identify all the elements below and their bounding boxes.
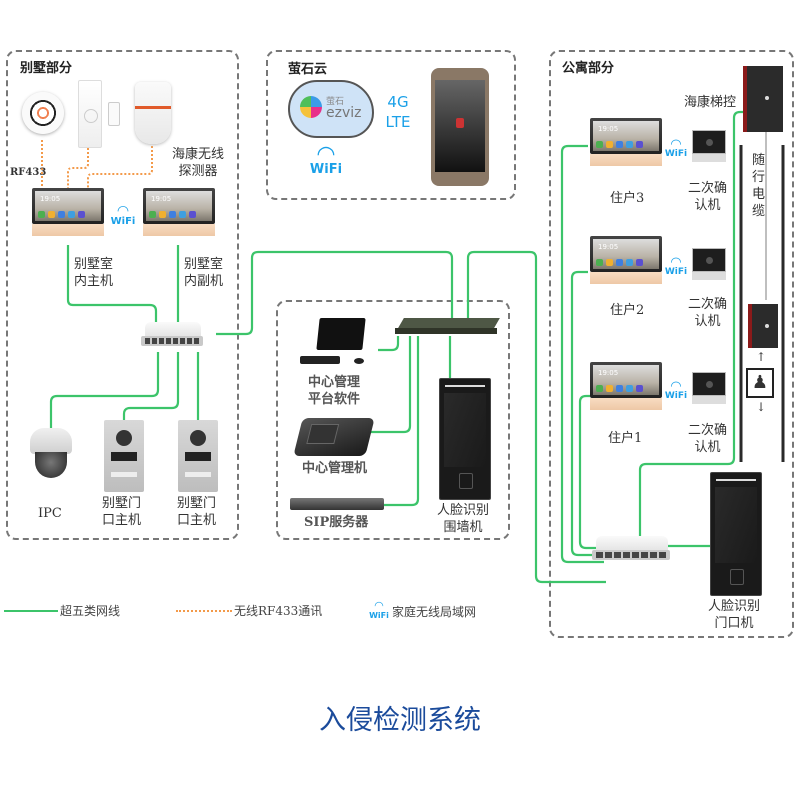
sip-server-label: SIP服务器 — [304, 515, 369, 530]
resident-2-monitor: 19:05 — [590, 236, 662, 286]
cloud-4g-lte-label: 4G LTE — [385, 93, 411, 131]
apartment-section-title: 公寓部分 — [562, 61, 615, 76]
door-sensor-icon — [78, 80, 102, 148]
ipc-dome-camera-icon — [26, 428, 76, 484]
face-wall-terminal — [439, 378, 491, 500]
elevator-up-arrow-icon: ↑ — [756, 350, 767, 364]
resident-1-monitor: 19:05 — [590, 362, 662, 412]
villa-door-station-1-label: 别墅门 口主机 — [102, 496, 142, 528]
cloud-section-title: 萤石云 — [288, 62, 328, 77]
legend-rf433: 无线RF433通讯 — [176, 602, 322, 619]
rf433-label: RF433 — [10, 167, 47, 178]
cat5-line-swatch — [4, 609, 58, 612]
mgmt-software-computer-icon — [300, 318, 370, 370]
rf433-line-swatch — [176, 609, 232, 612]
villa-poe-switch — [141, 322, 203, 348]
mgmt-machine-phone-icon — [293, 418, 375, 456]
cloud-section — [266, 50, 516, 200]
pir-detector-icon — [135, 82, 171, 144]
villa-indoor-slave-label: 别墅室 内副机 — [184, 257, 224, 289]
mgmt-software-label: 中心管理 平台软件 — [308, 375, 361, 407]
sip-server-icon — [290, 498, 384, 510]
ezviz-cloud-icon: 萤石 ezviz — [288, 80, 374, 138]
legend-cat5: 超五类网线 — [4, 602, 120, 619]
villa-indoor-slave-monitor: 19:05 — [143, 188, 215, 238]
resident-3-confirm-label: 二次确 认机 — [688, 181, 728, 213]
elevator-control-label: 海康梯控 — [684, 95, 737, 110]
apartment-poe-switch — [592, 536, 670, 562]
villa-wifi-icon: ◠WiFi — [110, 203, 136, 227]
legend-wifi: ◠WiFi 家庭无线局域网 — [368, 599, 477, 620]
resident-2-confirm-unit — [692, 248, 726, 280]
cloud-wifi-icon: ◠WiFi — [309, 142, 343, 178]
legend-wifi-icon: ◠WiFi — [369, 599, 389, 620]
villa-section-title: 别墅部分 — [20, 61, 73, 76]
resident-2-confirm-label: 二次确 认机 — [688, 297, 728, 329]
resident-1-confirm-unit — [692, 372, 726, 404]
resident-1-confirm-label: 二次确 认机 — [688, 423, 728, 455]
core-switch-icon — [395, 318, 500, 336]
legend-wifi-label: 家庭无线局域网 — [392, 604, 477, 619]
traveling-cable-label: 随 行 电 缆 — [752, 152, 766, 220]
siren-icon — [22, 92, 64, 134]
resident-1-label: 住户1 — [608, 431, 643, 446]
resident-3-confirm-unit — [692, 130, 726, 162]
face-wall-terminal-label: 人脸识别 围墙机 — [437, 503, 490, 535]
villa-indoor-master-monitor: 19:05 — [32, 188, 104, 238]
mgmt-machine-label: 中心管理机 — [302, 461, 368, 476]
elevator-car-controller-icon — [748, 304, 778, 348]
villa-indoor-master-label: 别墅室 内主机 — [74, 257, 114, 289]
resident-2-label: 住户2 — [610, 303, 645, 318]
magnet-icon — [108, 102, 120, 126]
smartphone-icon — [431, 68, 489, 186]
legend-cat5-label: 超五类网线 — [60, 604, 121, 618]
elevator-car-icon: ♟ — [746, 368, 774, 398]
resident-3-monitor: 19:05 — [590, 118, 662, 168]
wireless-detector-label: 海康无线 探测器 — [172, 147, 225, 179]
resident-3-label: 住户3 — [610, 191, 645, 206]
ipc-label: IPC — [38, 506, 62, 521]
legend-rf433-label: 无线RF433通讯 — [234, 604, 323, 618]
elevator-controller-icon — [743, 66, 783, 132]
villa-door-station-1 — [104, 420, 144, 492]
elevator-down-arrow-icon: ↓ — [756, 400, 767, 414]
resident-3-wifi-icon: ◠WiFi — [664, 137, 688, 159]
resident-2-wifi-icon: ◠WiFi — [664, 255, 688, 277]
page-title: 入侵检测系统 — [319, 705, 481, 736]
villa-door-station-2 — [178, 420, 218, 492]
face-door-terminal-label: 人脸识别 门口机 — [708, 599, 761, 631]
villa-door-station-2-label: 别墅门 口主机 — [177, 496, 217, 528]
resident-1-wifi-icon: ◠WiFi — [664, 379, 688, 401]
face-door-terminal — [710, 472, 762, 596]
